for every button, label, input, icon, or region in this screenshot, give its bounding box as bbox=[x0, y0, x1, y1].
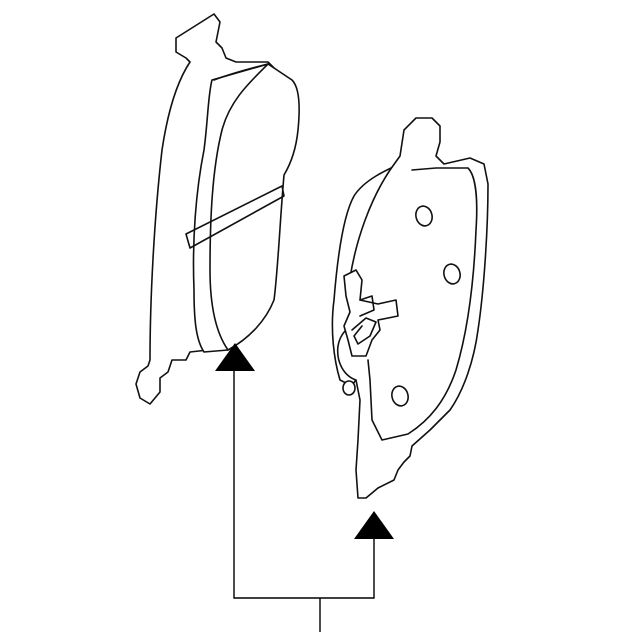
left-pad-slot bbox=[185, 185, 285, 249]
callout-leader bbox=[215, 343, 394, 632]
right-pad-clip-tab bbox=[359, 295, 375, 317]
right-pad-hole-ear bbox=[342, 380, 356, 396]
right-pad-clip-wire bbox=[351, 317, 377, 345]
right-brake-pad bbox=[331, 117, 489, 499]
callout-arrow-left bbox=[215, 343, 255, 371]
left-pad-face-edge bbox=[209, 63, 269, 351]
right-pad-inner-edge bbox=[367, 167, 478, 441]
left-pad-top-ridge bbox=[213, 63, 269, 81]
right-pad-spring-clip bbox=[343, 269, 399, 357]
right-pad-hole-top bbox=[415, 205, 433, 227]
callout-leader-line bbox=[233, 371, 375, 599]
callout-arrow-right bbox=[354, 511, 394, 539]
right-pad-hole-middle bbox=[443, 263, 461, 285]
left-pad-friction-material bbox=[192, 63, 300, 353]
right-pad-hole-bottom bbox=[391, 385, 409, 407]
left-brake-pad bbox=[135, 13, 300, 405]
